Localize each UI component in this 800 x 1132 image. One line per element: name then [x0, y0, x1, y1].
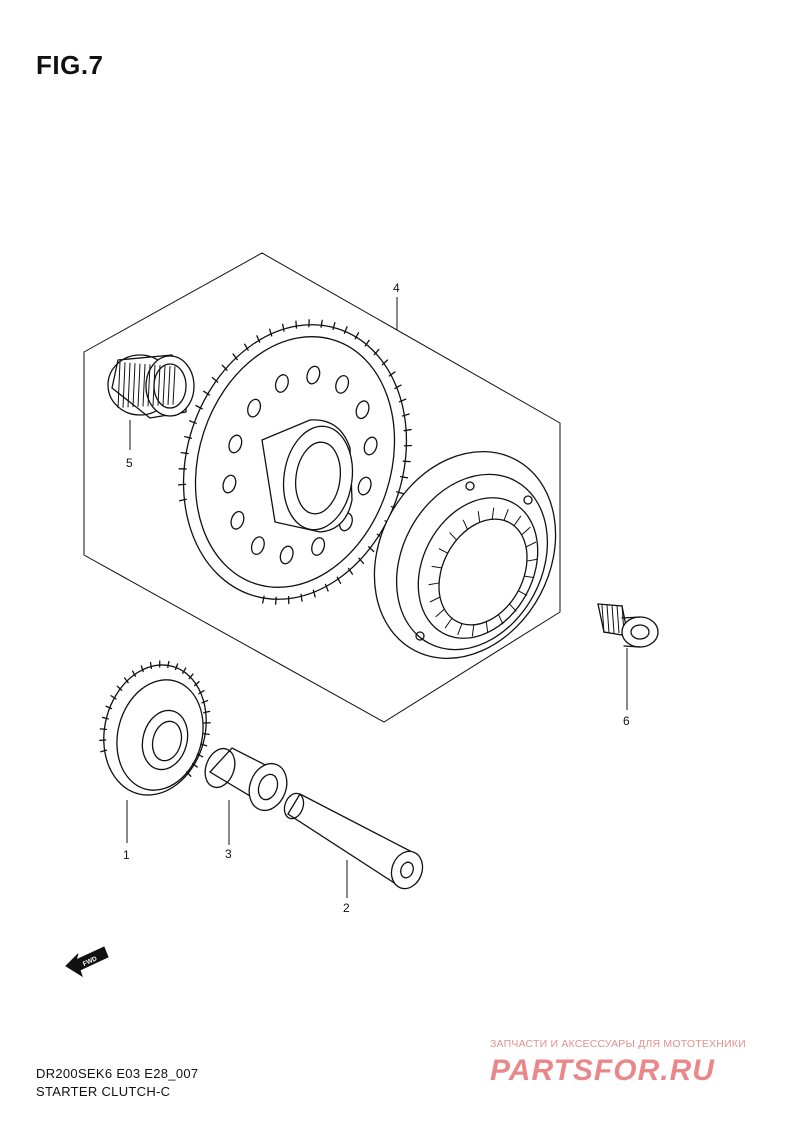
callout-3: 3: [225, 847, 232, 861]
needle-bearing-part[interactable]: [107, 354, 195, 419]
bushing-part[interactable]: [200, 744, 293, 815]
callout-4: 4: [393, 281, 400, 295]
figure-title: FIG.7: [36, 50, 104, 80]
starter-driven-gear-part[interactable]: [149, 295, 441, 628]
diagram-section-name: STARTER CLUTCH-C: [36, 1084, 171, 1099]
watermark-tagline: ЗАПЧАСТИ И АКСЕССУАРЫ ДЛЯ МОТОТЕХНИКИ: [490, 1038, 746, 1050]
bolt-part[interactable]: [597, 603, 659, 648]
leader-lines: [126, 297, 628, 898]
watermark-logo: PARTSFOR.RU: [490, 1054, 715, 1087]
callout-1: 1: [123, 848, 130, 862]
assembly-outline-box: [83, 252, 561, 723]
shaft-part[interactable]: [281, 791, 427, 893]
diagram-model-code: DR200SEK6 E03 E28_007: [36, 1066, 199, 1081]
starter-idle-gear-part[interactable]: [90, 653, 221, 806]
forward-arrow-icon: FWD: [65, 946, 109, 978]
svg-text:PARTSFOR.RU: PARTSFOR.RU: [490, 1054, 715, 1087]
callout-5: 5: [126, 456, 133, 470]
callout-6: 6: [623, 714, 630, 728]
callout-2: 2: [343, 901, 350, 915]
one-way-clutch-housing-part[interactable]: [339, 420, 591, 691]
